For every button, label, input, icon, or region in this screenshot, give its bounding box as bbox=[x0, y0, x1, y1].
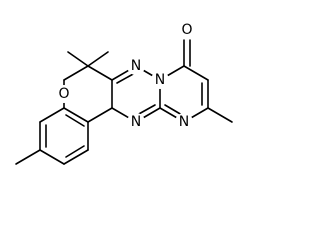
bond bbox=[63, 149, 89, 165]
triazine-upper-nitrogen-atom: N bbox=[127, 57, 145, 75]
bond bbox=[87, 65, 113, 81]
bond bbox=[63, 107, 89, 123]
bond bbox=[63, 65, 89, 81]
bridgehead-nitrogen-atom: N bbox=[151, 71, 169, 89]
triazine-lower-nitrogen-atom: N bbox=[127, 113, 145, 131]
bond bbox=[136, 104, 156, 116]
triazine-upper-nitrogen-label: N bbox=[131, 58, 141, 74]
bond bbox=[65, 145, 85, 158]
bond bbox=[15, 149, 41, 165]
bond bbox=[183, 65, 209, 81]
bond bbox=[164, 104, 183, 116]
carbonyl-oxygen-atom: O bbox=[178, 21, 196, 39]
ring-oxygen-atom: O bbox=[55, 85, 73, 103]
bond bbox=[87, 51, 109, 67]
bond bbox=[207, 107, 233, 123]
bond bbox=[116, 72, 136, 84]
bond bbox=[87, 107, 113, 123]
bond bbox=[67, 51, 89, 67]
atom-labels: O O N N N N bbox=[55, 21, 196, 131]
bond bbox=[65, 114, 85, 127]
bond-set bbox=[15, 39, 233, 165]
pyrimidine-nitrogen-label: N bbox=[179, 114, 189, 130]
pyrimidine-nitrogen-atom: N bbox=[175, 113, 193, 131]
bridgehead-nitrogen-label: N bbox=[155, 72, 165, 88]
triazine-lower-nitrogen-label: N bbox=[131, 114, 141, 130]
bond bbox=[39, 149, 65, 165]
carbonyl-oxygen-label: O bbox=[181, 22, 192, 38]
molecule-structure: O O N N N N bbox=[15, 21, 233, 165]
bond bbox=[39, 107, 65, 123]
ring-oxygen-label: O bbox=[58, 86, 69, 102]
